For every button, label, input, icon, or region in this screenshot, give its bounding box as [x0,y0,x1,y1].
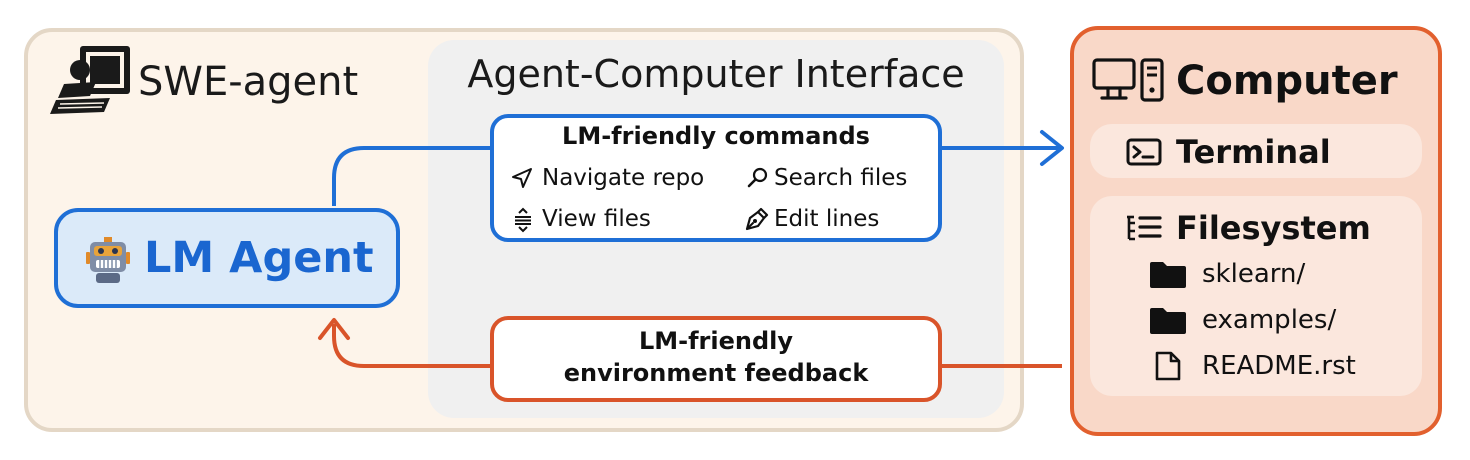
feedback-box [490,316,942,402]
command-edit-lines: Edit lines [774,206,880,232]
filesystem-item-examples: examples/ [1202,305,1337,335]
magnifier-icon [747,167,768,188]
swe-agent-title: SWE-agent [138,59,359,105]
file-tree-icon [1127,215,1162,241]
navigate-arrow-icon [512,168,532,188]
commands-box [490,114,942,242]
desktop-computer-icon [1092,58,1164,102]
lm-agent-label: LM Agent [144,233,374,283]
pen-nib-icon [745,207,769,231]
filesystem-card [1090,196,1422,396]
command-navigate-repo: Navigate repo [542,165,705,191]
terminal-icon [1126,138,1162,166]
command-view-files: View files [542,206,651,232]
feedback-to-agent-arrow [332,324,490,368]
filesystem-label: Filesystem [1176,209,1371,247]
command-search-files: Search files [774,165,908,191]
file-icon [1155,351,1181,381]
filesystem-item-sklearn: sklearn/ [1202,259,1306,289]
terminal-label: Terminal [1176,133,1331,171]
filesystem-item-readme: README.rst [1202,351,1356,381]
aci-title: Agent-Computer Interface [467,52,965,96]
commands-title: LM-friendly commands [562,122,870,150]
feedback-line-2: environment feedback [563,359,869,387]
computer-title: Computer [1176,58,1398,104]
agent-to-commands-arrow [332,146,490,206]
folder-icon [1150,308,1186,334]
feedback-line-1: LM-friendly [638,327,794,355]
folder-icon [1150,262,1186,288]
view-lines-icon [515,207,531,233]
terminal-card [1090,124,1422,178]
swe-agent-logo-icon [50,46,130,114]
robot-icon [86,237,130,283]
